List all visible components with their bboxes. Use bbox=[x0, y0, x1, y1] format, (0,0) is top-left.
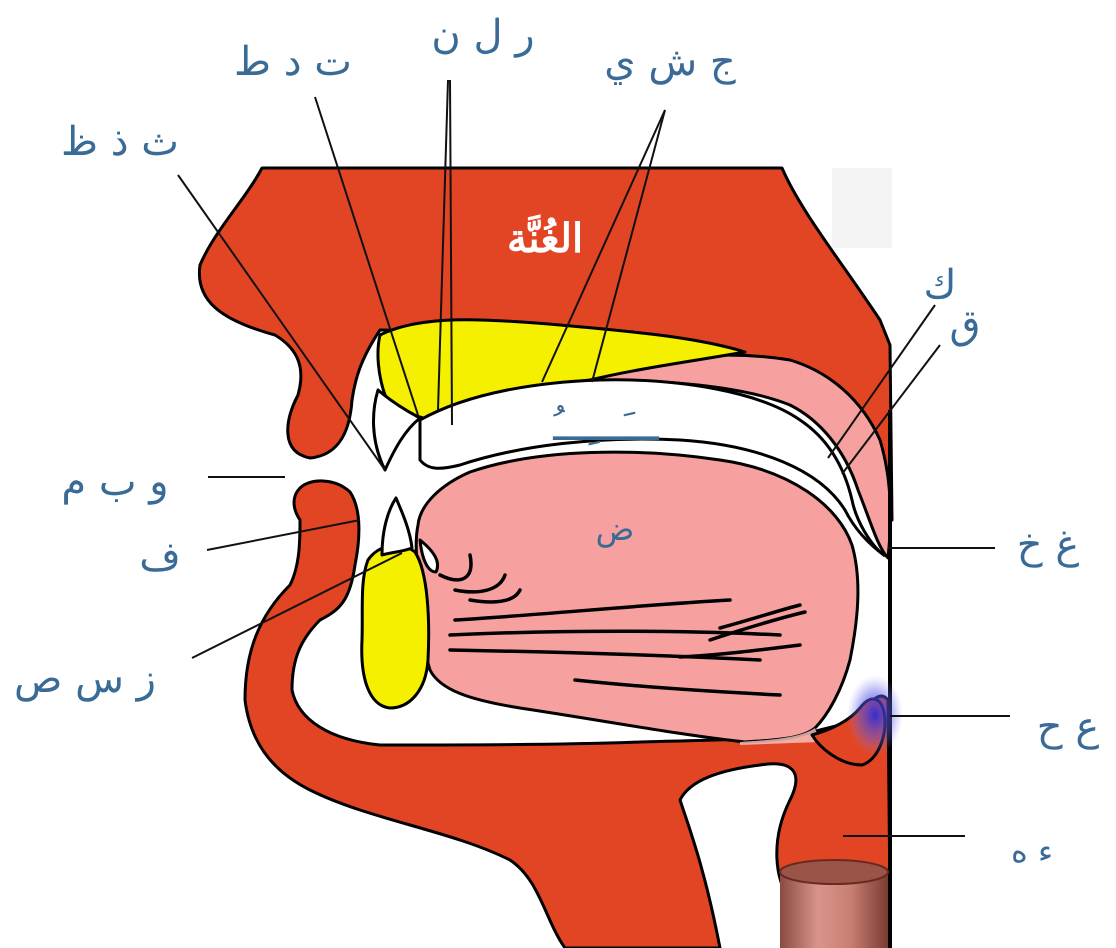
top-right-strip bbox=[832, 168, 892, 248]
label-ayn-ha: ع ح bbox=[1037, 704, 1100, 750]
label-waw-ba-mim: و ب م bbox=[61, 459, 168, 505]
tongue bbox=[416, 452, 858, 742]
label-ghayn-kha: غ خ bbox=[1017, 522, 1080, 568]
label-fa: ف bbox=[139, 534, 180, 580]
label-qaf: ق bbox=[949, 302, 980, 348]
label-jim-shin-ya: ج ش ي bbox=[604, 39, 736, 85]
label-zay-sin-sad: ز س ص bbox=[14, 656, 156, 702]
lower-tooth bbox=[382, 498, 412, 555]
vowel-marks: ـــَـــِـــُ bbox=[552, 404, 660, 450]
label-ra-lam-nun: ر ل ن bbox=[431, 12, 534, 58]
label-ghunna: الغُنَّة bbox=[507, 213, 583, 262]
label-dad: ض bbox=[596, 510, 635, 548]
lower-tooth-root bbox=[362, 545, 429, 708]
label-tha-dhal-za: ث ذ ظ bbox=[61, 119, 179, 165]
label-hamza-ha: ء ه bbox=[1011, 832, 1053, 870]
trachea-opening bbox=[780, 860, 888, 884]
label-ta-dal-taa: ت د ط bbox=[234, 39, 352, 85]
